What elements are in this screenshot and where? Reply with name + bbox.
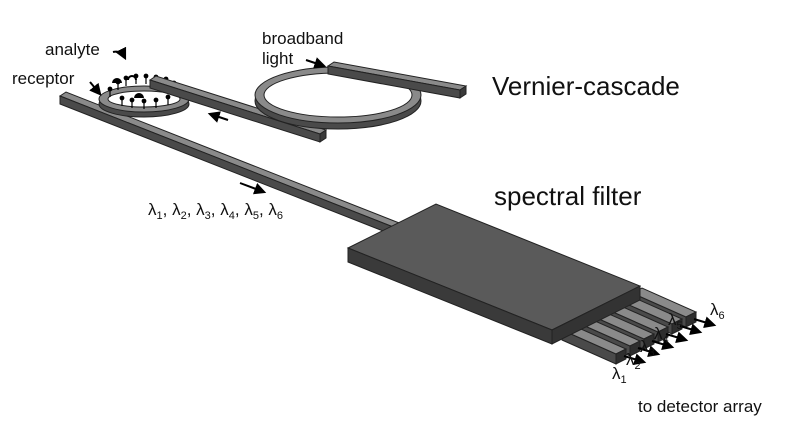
analyte-molecules — [112, 75, 144, 98]
output-waveguide-fronts — [615, 311, 697, 365]
wavelength-1: λ1 — [148, 200, 163, 222]
wavelength-separator: , — [162, 200, 173, 219]
direction-arrows — [89, 46, 327, 195]
wavelength-5: λ5 — [244, 200, 259, 222]
broadband-label: broadband — [262, 29, 344, 48]
output-arrow-1 — [623, 353, 647, 365]
light-label: light — [262, 49, 294, 68]
wavelength-3: λ3 — [196, 200, 211, 222]
output-arrow-6 — [693, 316, 717, 328]
bus-propagation-arrow — [239, 182, 267, 195]
vernier-cascade-label: Vernier-cascade — [492, 71, 680, 101]
output-arrow-3 — [651, 338, 675, 350]
output-wavelength-4: λ4 — [654, 324, 669, 346]
spectral-filter-slab — [346, 203, 642, 345]
wavelength-6: λ6 — [268, 200, 284, 222]
receptor — [141, 98, 147, 109]
output-wavelength-3: λ3 — [640, 337, 655, 359]
output-arrows — [623, 316, 717, 365]
output-waveguide-3-end — [643, 333, 655, 350]
wavelength-separator: , — [210, 200, 221, 219]
wavelength-separator: , — [234, 200, 245, 219]
wavelength-separator: , — [258, 200, 269, 219]
output-wavelength-1: λ1 — [612, 364, 627, 386]
spectral-filter-label: spectral filter — [494, 181, 642, 211]
analyte-pointer — [112, 46, 127, 61]
wavelength-sequence: λ1, λ2, λ3, λ4, λ5, λ6 — [148, 201, 283, 222]
analyte-label: analyte — [45, 40, 100, 59]
output-wavelength-5: λ5 — [668, 310, 683, 332]
broadband-input-arrow — [305, 57, 327, 69]
wavelength-2: λ2 — [172, 200, 187, 222]
output-arrow-2 — [637, 345, 661, 357]
receptor — [129, 97, 135, 108]
output-waveguide-1-end — [615, 348, 627, 365]
wavelength-4: λ4 — [220, 200, 235, 222]
output-arrow-4 — [665, 331, 689, 343]
output-waveguide-5-end — [671, 318, 683, 335]
receptor — [165, 94, 171, 105]
output-waveguide-6-end — [685, 311, 697, 328]
receptor — [107, 86, 113, 97]
output-wavelength-2: λ2 — [626, 350, 641, 372]
wavelength-separator: , — [186, 200, 197, 219]
output-waveguide-4-end — [657, 326, 669, 343]
receptor — [119, 95, 125, 106]
to-detector-array-label: to detector array — [638, 397, 762, 416]
receptor — [123, 75, 129, 86]
output-wavelength-6: λ6 — [710, 300, 725, 322]
input-waveguide — [326, 61, 468, 99]
receptor — [143, 73, 149, 84]
output-arrow-5 — [679, 323, 703, 335]
receptor — [153, 97, 159, 108]
ring-propagation-arrow — [207, 111, 229, 123]
output-waveguide-2-end — [629, 340, 641, 357]
receptor-pointer — [89, 81, 102, 96]
receptor-label: receptor — [12, 69, 75, 88]
